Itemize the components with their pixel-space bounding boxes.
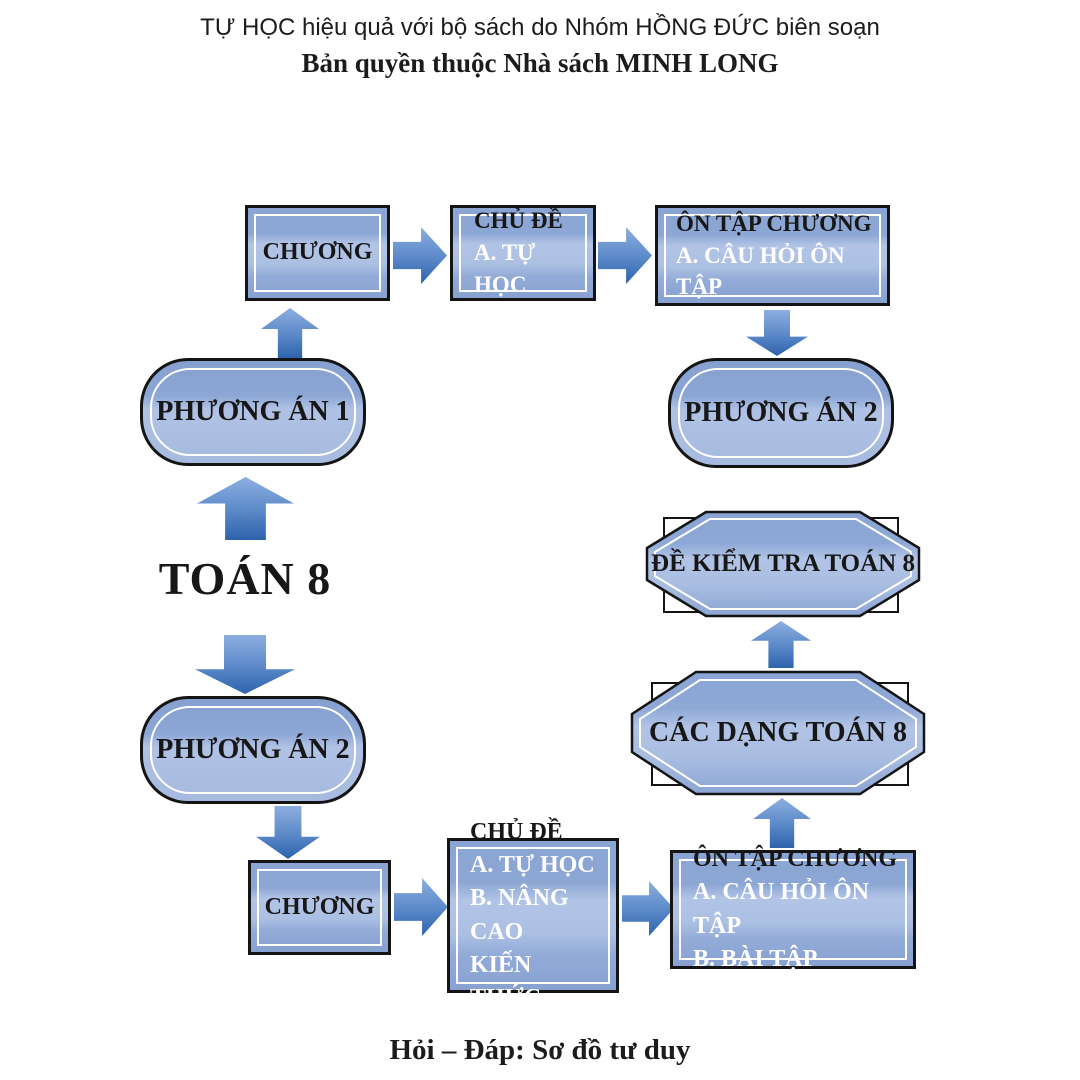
node-toan-8: TOÁN 8 bbox=[158, 553, 332, 604]
node-ontap-bottom-line1: ÔN TẬP CHƯƠNG bbox=[693, 846, 898, 873]
arrow-up-icon bbox=[753, 798, 811, 848]
node-chuong-bottom-body: CHƯƠNG bbox=[257, 869, 382, 946]
arrow-right-icon bbox=[394, 878, 448, 936]
node-cac-dang-label: CÁC DẠNG TOÁN 8 bbox=[649, 717, 907, 748]
node-chuong-bottom: CHƯƠNG bbox=[248, 860, 391, 955]
node-ontap-top-line2: A. CÂU HỎI ÔN TẬP bbox=[676, 242, 845, 300]
arrow-down-icon bbox=[195, 635, 295, 694]
node-phuong-an-2-right-label: PHƯƠNG ÁN 2 bbox=[684, 397, 878, 428]
arrow-up-icon bbox=[261, 308, 319, 358]
node-ontap-bottom-line2: A. CÂU HỎI ÔN TẬP bbox=[693, 879, 870, 939]
node-de-kiem-tra: ĐỀ KIỂM TRA TOÁN 8 bbox=[645, 510, 921, 618]
node-phuong-an-2-left-body: PHƯƠNG ÁN 2 bbox=[150, 706, 356, 794]
node-ontap-bottom-body: ÔN TẬP CHƯƠNG A. CÂU HỎI ÔN TẬP B. BÀI T… bbox=[679, 846, 907, 972]
arrow-right-icon bbox=[393, 227, 447, 284]
node-chude-top-body: CHỦ ĐỀ A. TỰ HỌC bbox=[459, 208, 587, 297]
node-ontap-bottom-line3: B. BÀI TẬP bbox=[693, 945, 818, 972]
octagon-shape bbox=[645, 510, 921, 618]
arrow-right-icon bbox=[622, 881, 674, 936]
arrow-down-icon bbox=[256, 806, 320, 859]
node-chude-bottom-body: CHỦ ĐỀ A. TỰ HỌC B. NÂNG CAO KIẾN THỨC bbox=[456, 819, 610, 1011]
node-ontap-top: ÔN TẬP CHƯƠNG A. CÂU HỎI ÔN TẬP bbox=[655, 205, 890, 306]
node-phuong-an-1-label: PHƯƠNG ÁN 1 bbox=[156, 396, 350, 427]
arrow-right-icon bbox=[598, 227, 652, 284]
node-chude-top-line2: A. TỰ HỌC bbox=[474, 240, 536, 297]
node-chude-bottom-line1: CHỦ ĐỀ bbox=[470, 819, 563, 846]
node-chude-bottom-line3: B. NÂNG CAO bbox=[470, 885, 569, 945]
node-phuong-an-1-body: PHƯƠNG ÁN 1 bbox=[150, 368, 356, 456]
node-ontap-top-body: ÔN TẬP CHƯƠNG A. CÂU HỎI ÔN TẬP bbox=[664, 211, 881, 299]
node-chuong-top-label: CHƯƠNG bbox=[262, 239, 373, 266]
node-phuong-an-2-left-label: PHƯƠNG ÁN 2 bbox=[156, 734, 350, 765]
header-line-2: Bản quyền thuộc Nhà sách MINH LONG bbox=[301, 48, 779, 78]
node-chude-bottom: CHỦ ĐỀ A. TỰ HỌC B. NÂNG CAO KIẾN THỨC bbox=[447, 819, 619, 1011]
node-chuong-top-body: CHƯƠNG bbox=[254, 214, 381, 292]
node-chude-bottom-line4: KIẾN THỨC bbox=[470, 951, 542, 1011]
node-phuong-an-2-right-body: PHƯƠNG ÁN 2 bbox=[678, 368, 884, 458]
node-de-kiem-tra-label: ĐỀ KIỂM TRA TOÁN 8 bbox=[651, 550, 915, 577]
node-chuong-bottom-label: CHƯƠNG bbox=[264, 893, 375, 920]
footer-caption: Hỏi – Đáp: Sơ đồ tư duy bbox=[389, 1034, 691, 1066]
node-phuong-an-2-right: PHƯƠNG ÁN 2 bbox=[668, 358, 894, 468]
node-chuong-top: CHƯƠNG bbox=[245, 205, 390, 301]
node-chude-bottom-line2: A. TỰ HỌC bbox=[470, 852, 595, 879]
arrow-down-icon bbox=[746, 310, 808, 356]
node-chude-top: CHỦ ĐỀ A. TỰ HỌC bbox=[450, 205, 596, 301]
node-phuong-an-2-left: PHƯƠNG ÁN 2 bbox=[140, 696, 366, 804]
header-line-1: TỰ HỌC hiệu quả với bộ sách do Nhóm HỒNG… bbox=[200, 14, 880, 41]
arrow-up-icon bbox=[751, 621, 811, 668]
node-cac-dang: CÁC DẠNG TOÁN 8 bbox=[630, 670, 926, 796]
node-chude-top-line1: CHỦ ĐỀ bbox=[474, 208, 563, 234]
octagon-shape bbox=[630, 670, 926, 796]
arrow-up-icon bbox=[197, 477, 294, 540]
node-ontap-top-line1: ÔN TẬP CHƯƠNG bbox=[676, 210, 872, 236]
node-ontap-bottom: ÔN TẬP CHƯƠNG A. CÂU HỎI ÔN TẬP B. BÀI T… bbox=[670, 846, 916, 972]
node-phuong-an-1: PHƯƠNG ÁN 1 bbox=[140, 358, 366, 466]
